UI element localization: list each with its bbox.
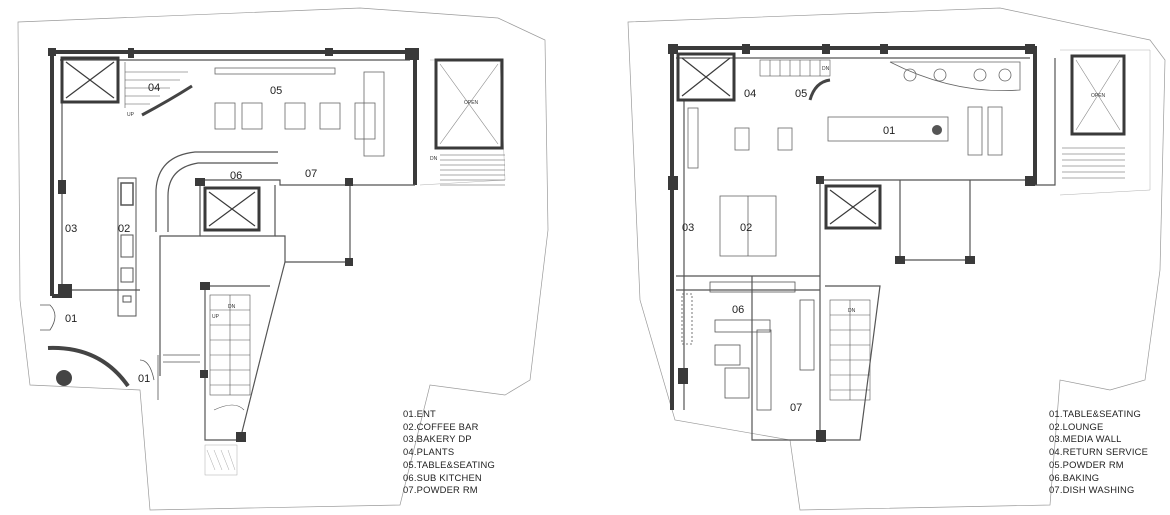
stair-left-top	[124, 62, 188, 108]
dn-label-stair: DN	[228, 304, 236, 310]
room-label-07: 07	[790, 402, 802, 414]
column-left	[56, 370, 72, 386]
legend-right: 01.TABLE&SEATING 02.LOUNGE 03.MEDIA WALL…	[1049, 408, 1148, 497]
room-label-06: 06	[732, 304, 744, 316]
coffee-bar-counter	[155, 151, 278, 232]
legend-item: 04.PLANTS	[403, 446, 455, 458]
stair-left-east	[440, 154, 505, 186]
room-label-01: 01	[883, 125, 895, 137]
room-label-01-west: 01	[65, 313, 77, 325]
dn-label-stair: DN	[848, 308, 856, 314]
legend-item: 03.BAKERY DP	[403, 433, 472, 445]
room-label-03: 03	[682, 222, 694, 234]
stair-right-bottom	[829, 299, 871, 401]
site-boundary	[17, 7, 549, 511]
room-label-02: 02	[740, 222, 752, 234]
tables-right	[734, 61, 1021, 156]
stair-right-east	[1062, 147, 1125, 179]
room-label-06: 06	[230, 170, 242, 182]
elevator-shaft-right	[676, 52, 882, 230]
plants-arc	[141, 84, 193, 117]
legend-item: 02.LOUNGE	[1049, 420, 1104, 432]
planting-hatch-left	[204, 444, 238, 476]
room-label-01-south: 01	[138, 373, 150, 385]
tables-left	[214, 67, 385, 157]
elevator-shaft-left	[60, 56, 261, 232]
room-label-05: 05	[795, 88, 807, 100]
baking-kitchen	[681, 281, 815, 411]
room-label-03: 03	[65, 223, 77, 235]
stair-right-top	[759, 59, 831, 77]
open-label: OPEN	[464, 100, 479, 106]
legend-item: 01.TABLE&SEATING	[1049, 408, 1141, 419]
right-floor-plan: 03 02 01 04 05 06 07 OPEN DN DN	[627, 7, 1166, 511]
legend-item: 06.BAKING	[1049, 471, 1100, 483]
open-void-right	[1070, 54, 1126, 136]
stair-left-bottom	[209, 294, 251, 411]
dn-label: DN	[430, 156, 438, 162]
open-label: OPEN	[1091, 93, 1106, 99]
site-boundary	[627, 7, 1166, 511]
legend-item: 04.RETURN SERVICE	[1049, 446, 1149, 458]
legend-item: 05.POWDER RM	[1049, 458, 1124, 470]
legend-item: 01.ENT	[403, 408, 436, 419]
up-label-stair: UP	[212, 314, 220, 320]
room-label-04: 04	[148, 82, 160, 94]
dn-label: DN	[822, 66, 830, 72]
legend-left: 01.ENT 02.COFFEE BAR 03.BAKERY DP 04.PLA…	[403, 408, 495, 497]
room-label-07: 07	[305, 168, 317, 180]
legend-item: 05.TABLE&SEATING	[403, 458, 495, 470]
entry-canopy-arc	[47, 345, 130, 388]
left-floor-plan: 03 02 04 05 06 07 01 01 OPEN UP DN DN UP	[17, 7, 549, 511]
legend-item: 07.DISH WASHING	[1049, 484, 1135, 496]
legend-item: 03.MEDIA WALL	[1049, 433, 1122, 445]
room-label-05: 05	[270, 85, 282, 97]
room-label-02: 02	[118, 223, 130, 235]
room-label-04: 04	[744, 88, 756, 100]
legend-item: 02.COFFEE BAR	[403, 420, 479, 432]
open-void-left	[434, 58, 504, 150]
up-label: UP	[127, 112, 135, 118]
legend-item: 07.POWDER RM	[403, 484, 478, 496]
bakery-display-counter	[117, 177, 137, 317]
lounge-furniture	[687, 107, 777, 257]
legend-item: 06.SUB KITCHEN	[403, 471, 482, 483]
